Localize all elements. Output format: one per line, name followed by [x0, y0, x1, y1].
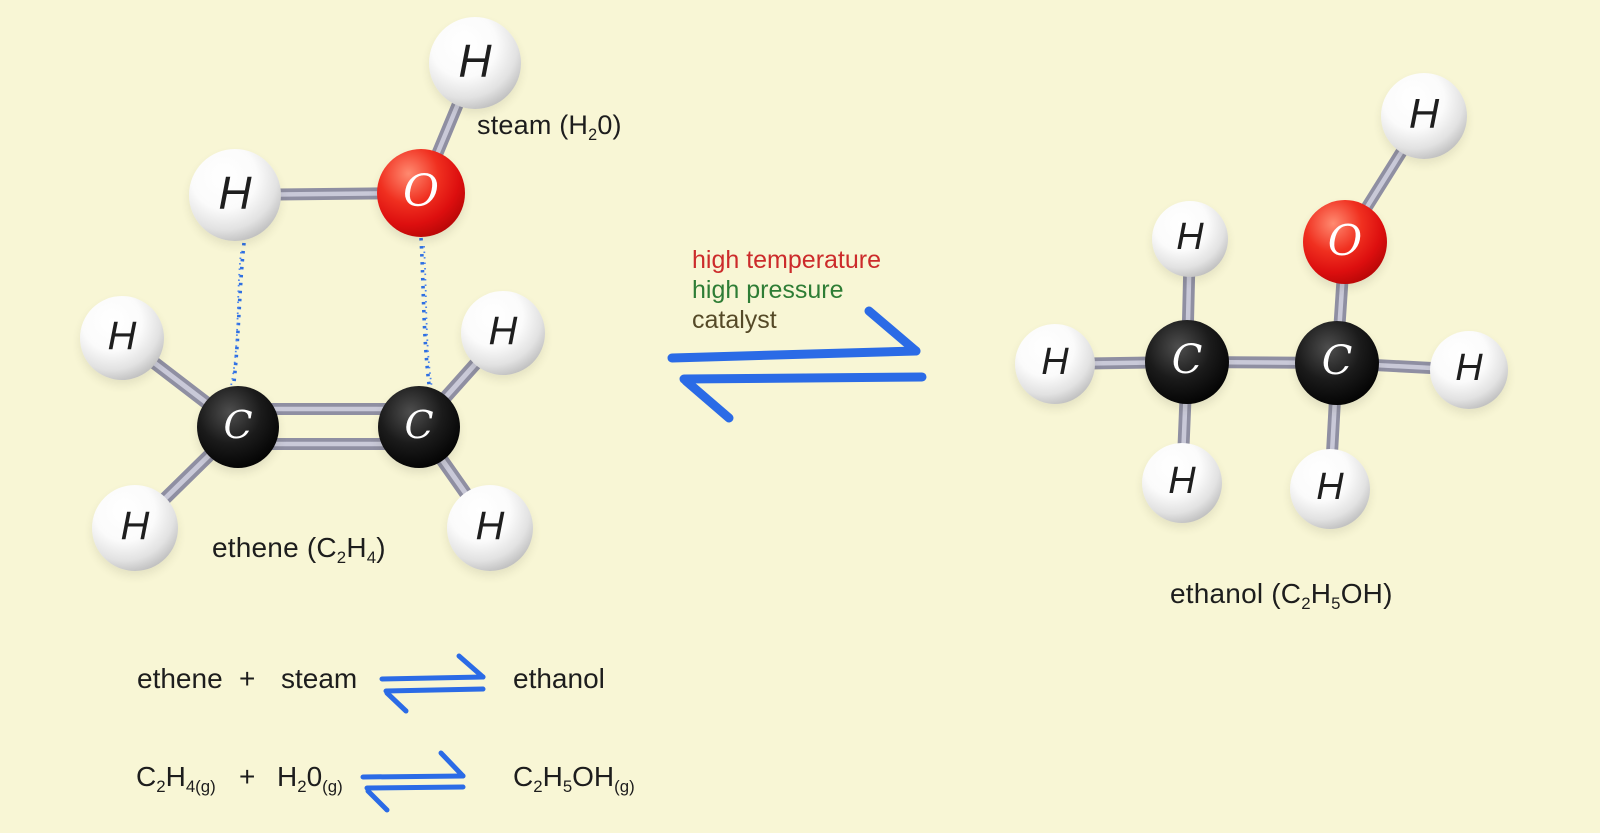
formula-equation-reactant2: H20(g): [277, 761, 343, 797]
atom-symbol: H: [1408, 90, 1440, 137]
hydrogen-atom: H: [1290, 449, 1370, 529]
word-equation-reactant2: steam: [281, 663, 358, 694]
atom-symbol: H: [1455, 346, 1483, 389]
forward-arrow-shaft: [379, 674, 486, 682]
ethanol-label-subscript: 5: [1331, 594, 1341, 614]
carbon-atom: C: [197, 386, 279, 468]
formula-text: OH: [572, 761, 615, 792]
reverse-arrow-shaft: [383, 686, 486, 694]
atom-symbol: C: [404, 403, 434, 447]
formula-text: 0: [306, 761, 323, 792]
formula-equation-plus: +: [239, 761, 256, 792]
forward-arrow-shaft: [667, 346, 921, 363]
hydrogen-atom: H: [1381, 73, 1467, 159]
ethene-label-text: ): [376, 532, 386, 563]
dotted-line: [231, 242, 246, 392]
atom-symbol: H: [1176, 215, 1204, 258]
ethene-label-text: H: [346, 532, 367, 563]
ethanol-label: ethanol (C2H5OH): [1170, 578, 1393, 614]
formula-text: H: [542, 761, 563, 792]
ethanol-label-subscript: 2: [1301, 594, 1311, 614]
dotted-line-speckle: [230, 251, 242, 387]
forward-arrow-shaft: [360, 773, 466, 780]
hydrogen-atom: H: [189, 149, 281, 241]
steam-label: steam (H20): [477, 110, 622, 145]
dotted-line: [419, 237, 432, 393]
ethene-label-subscript: 4: [366, 548, 377, 568]
formula-subscript: 2: [156, 777, 166, 797]
atom-symbol: H: [488, 308, 518, 353]
reverse-arrow-shaft: [364, 784, 466, 791]
atom-symbol: H: [1316, 465, 1344, 508]
formula-text: H: [165, 761, 186, 792]
reverse-arrow-head: [681, 376, 734, 423]
carbon-atom: C: [1295, 321, 1379, 405]
dotted-line-speckle: [423, 245, 433, 389]
equilibrium-arrow-central: [667, 306, 927, 423]
formula-subscript: 5: [562, 777, 573, 797]
steam-label-subscript: 2: [588, 126, 598, 145]
hydrogen-atom: H: [1430, 331, 1508, 409]
ethene-label-subscript: 2: [336, 548, 347, 568]
forward-arrow-head: [438, 750, 466, 779]
ethanol-label-text: H: [1310, 578, 1332, 609]
atom-symbol: C: [223, 403, 253, 447]
formula-equation-product: C2H5OH(g): [513, 761, 635, 797]
condition-catalyst: catalyst: [692, 306, 777, 334]
formula-equation-reactant1: C2H4(g): [136, 761, 216, 797]
hydrogen-atom: H: [429, 17, 521, 109]
formula-subscript: (g): [322, 777, 343, 797]
formula-text: C: [513, 761, 534, 792]
hydrogen-atom: H: [92, 485, 178, 571]
carbon-atom: C: [1145, 320, 1229, 404]
forward-arrow-head: [456, 653, 486, 680]
reverse-arrow-head: [365, 788, 390, 813]
hydrogen-atom: H: [461, 291, 545, 375]
atom-symbol: H: [1041, 340, 1069, 383]
hydrogen-atom: H: [80, 296, 164, 380]
hydrogen-atom: H: [1015, 324, 1095, 404]
forward-arrow-head: [864, 306, 921, 356]
atom-symbol: H: [475, 503, 505, 548]
atom-symbol: O: [402, 165, 440, 217]
steam-label-text: steam (H: [477, 110, 589, 140]
hydrogen-attraction-dotted-line-left: [230, 242, 246, 392]
atom-symbol: H: [107, 313, 137, 358]
formula-subscript: 4(g): [185, 777, 216, 797]
formula-subscript: 2: [533, 777, 543, 797]
oxygen-attraction-dotted-line-right: [419, 237, 433, 393]
reverse-arrow-shaft: [679, 372, 927, 384]
word-equation-plus: +: [239, 663, 256, 694]
oxygen-atom: O: [377, 149, 465, 237]
condition-temperature: high temperature: [692, 246, 882, 274]
reverse-arrow-head: [384, 690, 409, 714]
equilibrium-arrow-word-equation: [379, 653, 486, 714]
condition-pressure: high pressure: [692, 276, 844, 304]
atom-symbol: H: [218, 167, 252, 219]
ethene-label: ethene (C2H4): [212, 532, 386, 568]
formula-subscript: 2: [297, 777, 307, 797]
oxygen-atom: O: [1303, 200, 1387, 284]
word-equation-product: ethanol: [513, 663, 605, 694]
atom-symbol: C: [1321, 338, 1353, 384]
hydrogen-atom: H: [1142, 443, 1222, 523]
formula-text: C: [136, 761, 157, 792]
ethene-label-text: ethene (C: [212, 532, 337, 563]
atom-symbol: H: [458, 35, 492, 87]
hydrogen-atom: H: [1152, 201, 1228, 277]
ethanol-label-text: OH): [1340, 578, 1393, 609]
ethanol-label-text: ethanol (C: [1170, 578, 1302, 609]
carbon-atom: C: [378, 386, 460, 468]
steam-label-text: 0): [597, 110, 622, 140]
word-equation-reactant1: ethene: [137, 663, 223, 694]
atom-symbol: H: [1168, 459, 1196, 502]
equilibrium-arrow-formula-equation: [360, 750, 466, 813]
hydrogen-atom: H: [447, 485, 533, 571]
formula-text: H: [277, 761, 298, 792]
atom-symbol: C: [1171, 337, 1203, 383]
formula-subscript: (g): [614, 777, 635, 797]
atom-symbol: H: [120, 503, 150, 548]
reaction-conditions: high temperature high pressure catalyst: [692, 245, 881, 335]
atom-symbol: O: [1327, 215, 1363, 265]
